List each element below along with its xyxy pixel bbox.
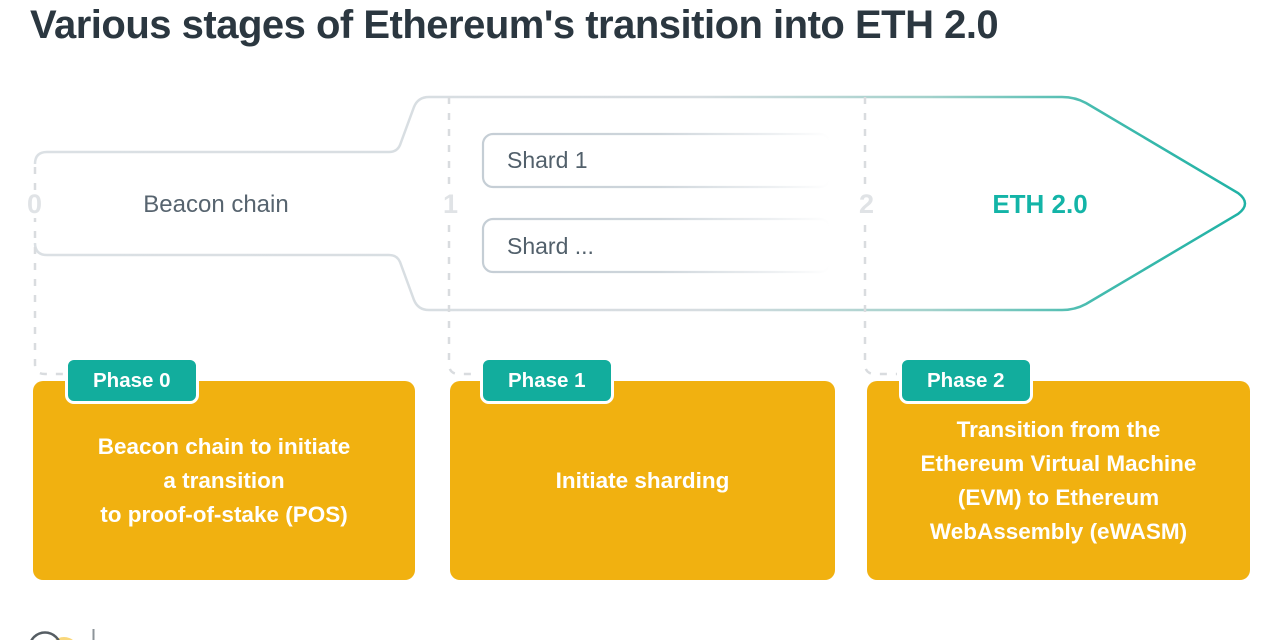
phase-1-card: Initiate sharding [450, 381, 835, 580]
phase-1-description: Initiate sharding [555, 467, 730, 493]
shard-1-box [481, 132, 832, 189]
phase-0-badge: Phase 0 [65, 357, 199, 404]
timeline-marker-2: 2 [856, 190, 878, 218]
phase-0-dashed-line [33, 167, 63, 376]
page-title: Various stages of Ethereum's transition … [30, 3, 999, 47]
phase-2-dashed-line [863, 97, 897, 376]
shard-2-label: Shard ... [507, 233, 594, 259]
phase-2-card: Transition from the Ethereum Virtual Mac… [867, 381, 1250, 580]
shard-1-label: Shard 1 [507, 147, 588, 173]
phase-0-card: Beacon chain to initiate a transition to… [33, 381, 415, 580]
timeline-marker-1: 1 [440, 190, 462, 218]
timeline-marker-0: 0 [24, 190, 46, 218]
footer-logo [30, 629, 95, 640]
shard-2-box [481, 217, 832, 274]
phase-2-badge: Phase 2 [899, 357, 1033, 404]
eth2-label: ETH 2.0 [992, 189, 1088, 219]
transition-band-arrow-outline [33, 95, 1247, 312]
phase-1-dashed-line [447, 97, 478, 376]
phase-2-description: Transition from the Ethereum Virtual Mac… [920, 416, 1197, 544]
phase-0-description: Beacon chain to initiate a transition to… [97, 433, 351, 527]
beacon-chain-label: Beacon chain [143, 191, 289, 218]
phase-1-badge: Phase 1 [480, 357, 614, 404]
